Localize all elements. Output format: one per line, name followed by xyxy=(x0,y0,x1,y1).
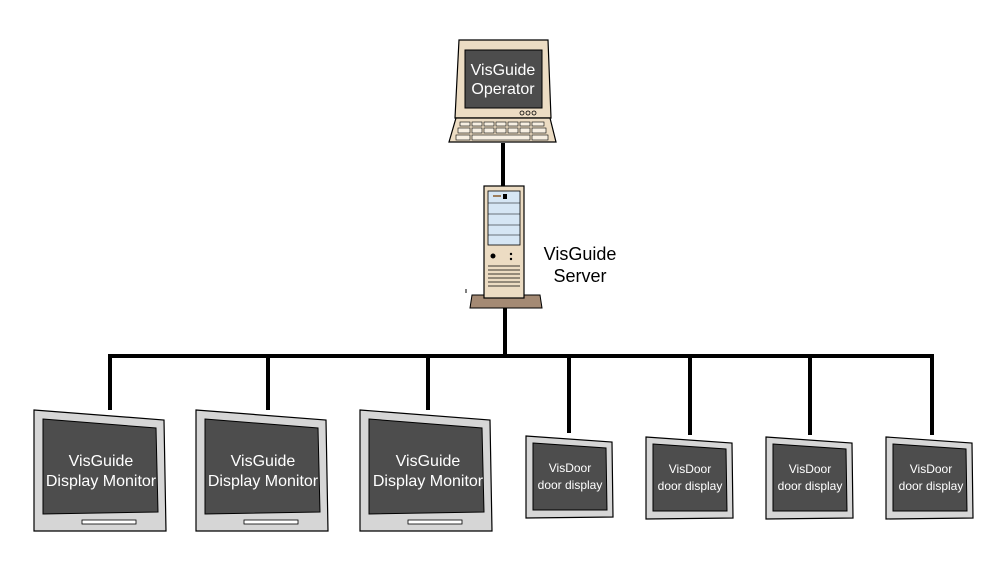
network-wiring xyxy=(108,143,934,435)
operator-label-line1: VisGuide xyxy=(471,62,536,79)
display-monitor-label-line1: VisGuide xyxy=(396,453,461,470)
display-monitor-screen xyxy=(42,418,159,515)
door-display: VisDoor door display xyxy=(765,436,854,520)
display-monitor-label-line1: VisGuide xyxy=(231,453,296,470)
door-display-label-line2: door display xyxy=(658,479,723,493)
server-drive-panel xyxy=(487,190,521,246)
door-display: VisDoor door display xyxy=(885,436,974,520)
door-display-screen xyxy=(532,442,608,511)
door-display-label-line2: door display xyxy=(778,479,843,493)
server-vent-grille xyxy=(488,265,520,287)
display-monitor-control-strip xyxy=(407,519,463,525)
server-label-line2: Server xyxy=(553,266,606,286)
door-display-label-line1: VisDoor xyxy=(669,462,711,476)
door-display-label-line1: VisDoor xyxy=(910,462,952,476)
door-display-label-line2: door display xyxy=(538,478,603,492)
door-display-screen xyxy=(772,443,848,512)
server-power-button xyxy=(490,253,496,259)
door-display-screen xyxy=(892,443,968,512)
display-monitor: VisGuide Display Monitor xyxy=(33,409,167,532)
display-monitor: VisGuide Display Monitor xyxy=(359,409,493,532)
display-monitor-screen xyxy=(204,418,321,515)
door-display: VisDoor door display xyxy=(645,436,734,520)
operator-screen xyxy=(464,49,543,109)
display-monitor-label-line2: Display Monitor xyxy=(46,473,157,490)
display-monitor-control-strip xyxy=(243,519,299,525)
display-monitor: VisGuide Display Monitor xyxy=(195,409,329,532)
server-indicator-light xyxy=(509,252,513,256)
operator-keyboard xyxy=(448,117,557,143)
display-monitor-label-line1: VisGuide xyxy=(69,453,134,470)
display-monitor-screen xyxy=(368,418,485,515)
door-display-label-line1: VisDoor xyxy=(549,461,591,475)
operator-control-button xyxy=(525,110,531,116)
display-monitor-control-strip xyxy=(81,519,137,525)
door-display-label-line2: door display xyxy=(899,479,964,493)
server-label-line1: VisGuide xyxy=(544,244,617,264)
door-display-label-line1: VisDoor xyxy=(789,462,831,476)
door-display-screen xyxy=(652,443,728,512)
door-display: VisDoor door display xyxy=(525,435,614,519)
operator-control-button xyxy=(531,110,537,116)
server-drive-slot xyxy=(503,194,507,199)
server-indicator-light xyxy=(509,257,513,261)
operator-workstation: VisGuide Operator xyxy=(448,39,557,143)
display-monitor-label-line2: Display Monitor xyxy=(373,473,484,490)
operator-label-line2: Operator xyxy=(471,81,535,98)
operator-power-button xyxy=(519,110,525,116)
display-monitor-label-line2: Display Monitor xyxy=(208,473,319,490)
server-tower: VisGuide Server xyxy=(465,185,617,309)
